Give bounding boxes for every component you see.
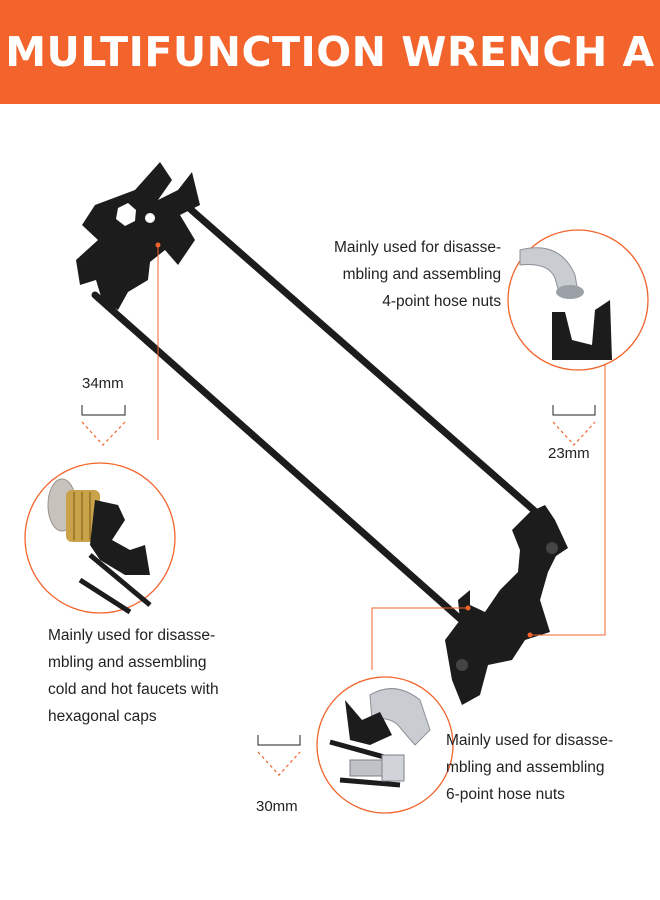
callout-faucets: Mainly used for disasse- mbling and asse… [48,627,219,725]
dim-label-23mm: 23mm [548,445,590,462]
dim-bracket-right [552,405,596,416]
faucet-spout-image [507,229,649,371]
banner-title: MULTIFUNCTION WRENCH A [5,28,655,76]
dim-label-34mm: 34mm [82,375,124,392]
wrench-rod-upper [176,196,549,524]
dim-bracket-left [81,405,126,416]
dim-arrow-right [552,421,596,446]
dim-arrow-left [81,421,126,446]
brass-fitting-image [24,462,176,615]
dim-bracket-bottom [257,735,301,746]
hose-nut-image [316,676,454,814]
callout-hose-nuts-6pt: Mainly used for disasse- mbling and asse… [446,732,614,803]
wrench-head-top [76,162,200,310]
dim-label-30mm: 30mm [256,798,298,815]
wrench-head-bottom [445,505,568,705]
leader-bottom [371,607,468,670]
title-banner: MULTIFUNCTION WRENCH A [0,0,660,104]
leader-right [530,320,606,636]
callout-hose-nuts-4pt: Mainly used for disasse- mbling and asse… [334,239,502,310]
dim-arrow-bottom [257,751,301,776]
